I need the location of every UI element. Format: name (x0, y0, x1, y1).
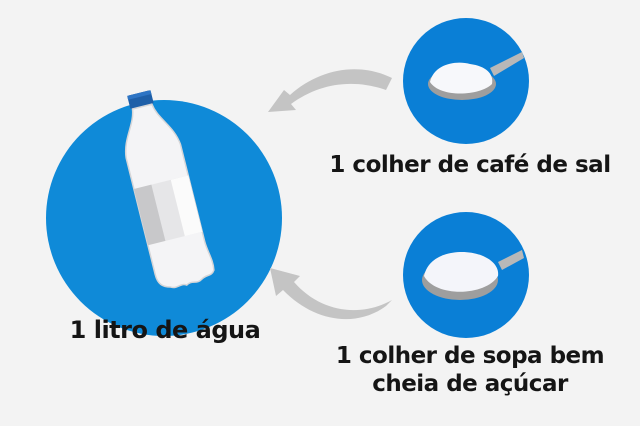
arrow-top-icon (268, 69, 392, 112)
sugar-label-line1: 1 colher de sopa bem (335, 343, 605, 369)
salt-label: 1 colher de café de sal (329, 152, 611, 178)
tablespoon-sugar-icon (422, 250, 524, 300)
sugar-label: 1 colher de sopa bem cheia de açúcar (320, 342, 620, 398)
sugar-label-line2: cheia de açúcar (372, 371, 568, 397)
arrow-bottom-icon (270, 268, 392, 320)
water-bottle-icon (124, 90, 215, 289)
water-label: 1 litro de água (69, 316, 261, 344)
teaspoon-salt-icon (428, 52, 524, 100)
